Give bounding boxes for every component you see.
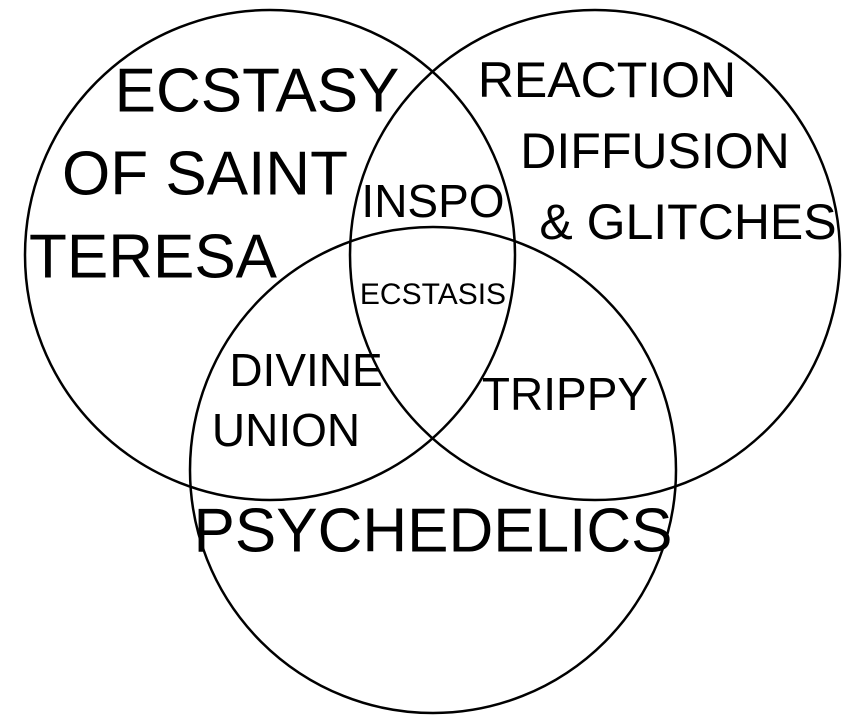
set-label-line: TERESA [29,222,278,291]
set-label-line: & GLITCHES [539,194,836,250]
intersection-label-trippy: TRIPPY [482,368,648,420]
set-label-line: OF SAINT [62,139,348,208]
intersection-label-line: ECSTASIS [360,278,506,311]
intersection-label-line: INSPO [361,175,504,227]
set-circle-psychedelics [188,225,678,715]
set-label-reaction-diffusion-glitches: REACTION DIFFUSION & GLITCHES [478,52,837,250]
intersection-label-line: UNION [212,404,360,456]
intersection-label-line: DIVINE [229,344,382,396]
set-label-ecstasy-of-saint-teresa: ECSTASY OF SAINT TERESA [29,56,399,291]
set-label-psychedelics: PSYCHEDELICS [194,496,673,565]
set-label-line: REACTION [478,52,736,108]
set-label-line: ECSTASY [115,56,400,125]
set-circle-ecstasy-of-saint-teresa [23,8,517,502]
set-circle-reaction-diffusion-glitches [348,8,842,502]
intersection-label-ecstasis: ECSTASIS [360,278,506,311]
set-label-line: PSYCHEDELICS [194,496,673,565]
set-label-line: DIFFUSION [520,123,789,179]
intersection-label-divine-union: DIVINE UNION [212,344,383,456]
intersection-label-inspo: INSPO [361,175,504,227]
intersection-label-line: TRIPPY [482,368,648,420]
